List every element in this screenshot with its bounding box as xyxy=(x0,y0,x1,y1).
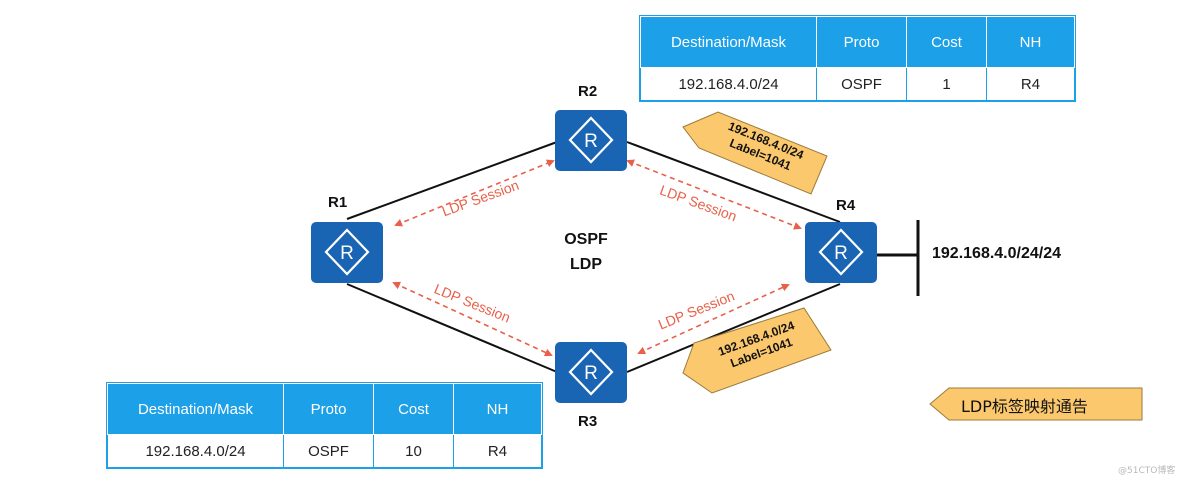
router-r4[interactable]: R xyxy=(805,222,877,283)
ldp-session-arrow-r2-r4 xyxy=(626,159,802,230)
router-label-r1: R1 xyxy=(328,194,348,211)
routing-table-r3: Destination/Mask Proto Cost NH 192.168.4… xyxy=(106,382,543,469)
router-label-r2: R2 xyxy=(578,83,598,100)
cell-destination-mask: 192.168.4.0/24 xyxy=(107,434,284,468)
ldp-session-arrow-r3-r4 xyxy=(637,283,790,355)
ldp-session-arrow-r1-r2 xyxy=(394,159,555,227)
router-label-r4: R4 xyxy=(836,197,856,214)
router-icon-letter: R xyxy=(340,243,354,264)
protocol-label-ospf: OSPF xyxy=(564,231,608,248)
router-icon-letter: R xyxy=(584,131,598,152)
protocol-label-ldp: LDP xyxy=(570,256,602,273)
legend-label: LDP标签映射通告 xyxy=(961,397,1088,416)
cell-proto: OSPF xyxy=(283,434,374,468)
router-r1[interactable]: R xyxy=(311,222,383,283)
router-icon-letter: R xyxy=(584,363,598,384)
cell-cost: 10 xyxy=(373,434,454,468)
cell-destination-mask: 192.168.4.0/24 xyxy=(640,67,817,101)
router-r2[interactable]: R xyxy=(555,110,627,171)
router-r3[interactable]: R xyxy=(555,342,627,403)
network-label: 192.168.4.0/24/24 xyxy=(932,245,1062,262)
col-cost: Cost xyxy=(373,383,454,435)
routing-table-r2: Destination/Mask Proto Cost NH 192.168.4… xyxy=(639,15,1076,102)
col-proto: Proto xyxy=(816,16,907,68)
col-nh: NH xyxy=(986,16,1075,68)
label-flag-lower xyxy=(682,307,832,394)
label-flag-upper xyxy=(682,111,828,195)
watermark: @51CTO博客 xyxy=(1118,466,1176,476)
legend-flag xyxy=(929,387,1143,421)
col-destination-mask: Destination/Mask xyxy=(107,383,284,435)
cell-nh: R4 xyxy=(986,67,1075,101)
ldp-session-arrow-r1-r3 xyxy=(392,281,553,357)
router-label-r3: R3 xyxy=(578,413,598,430)
cell-proto: OSPF xyxy=(816,67,907,101)
col-cost: Cost xyxy=(906,16,987,68)
cell-cost: 1 xyxy=(906,67,987,101)
table-header-row: Destination/Mask Proto Cost NH xyxy=(640,16,1075,68)
col-destination-mask: Destination/Mask xyxy=(640,16,817,68)
col-proto: Proto xyxy=(283,383,374,435)
col-nh: NH xyxy=(453,383,542,435)
router-icon-letter: R xyxy=(834,243,848,264)
table-header-row: Destination/Mask Proto Cost NH xyxy=(107,383,542,435)
cell-nh: R4 xyxy=(453,434,542,468)
table-row: 192.168.4.0/24 OSPF 1 R4 xyxy=(640,67,1075,101)
table-row: 192.168.4.0/24 OSPF 10 R4 xyxy=(107,434,542,468)
